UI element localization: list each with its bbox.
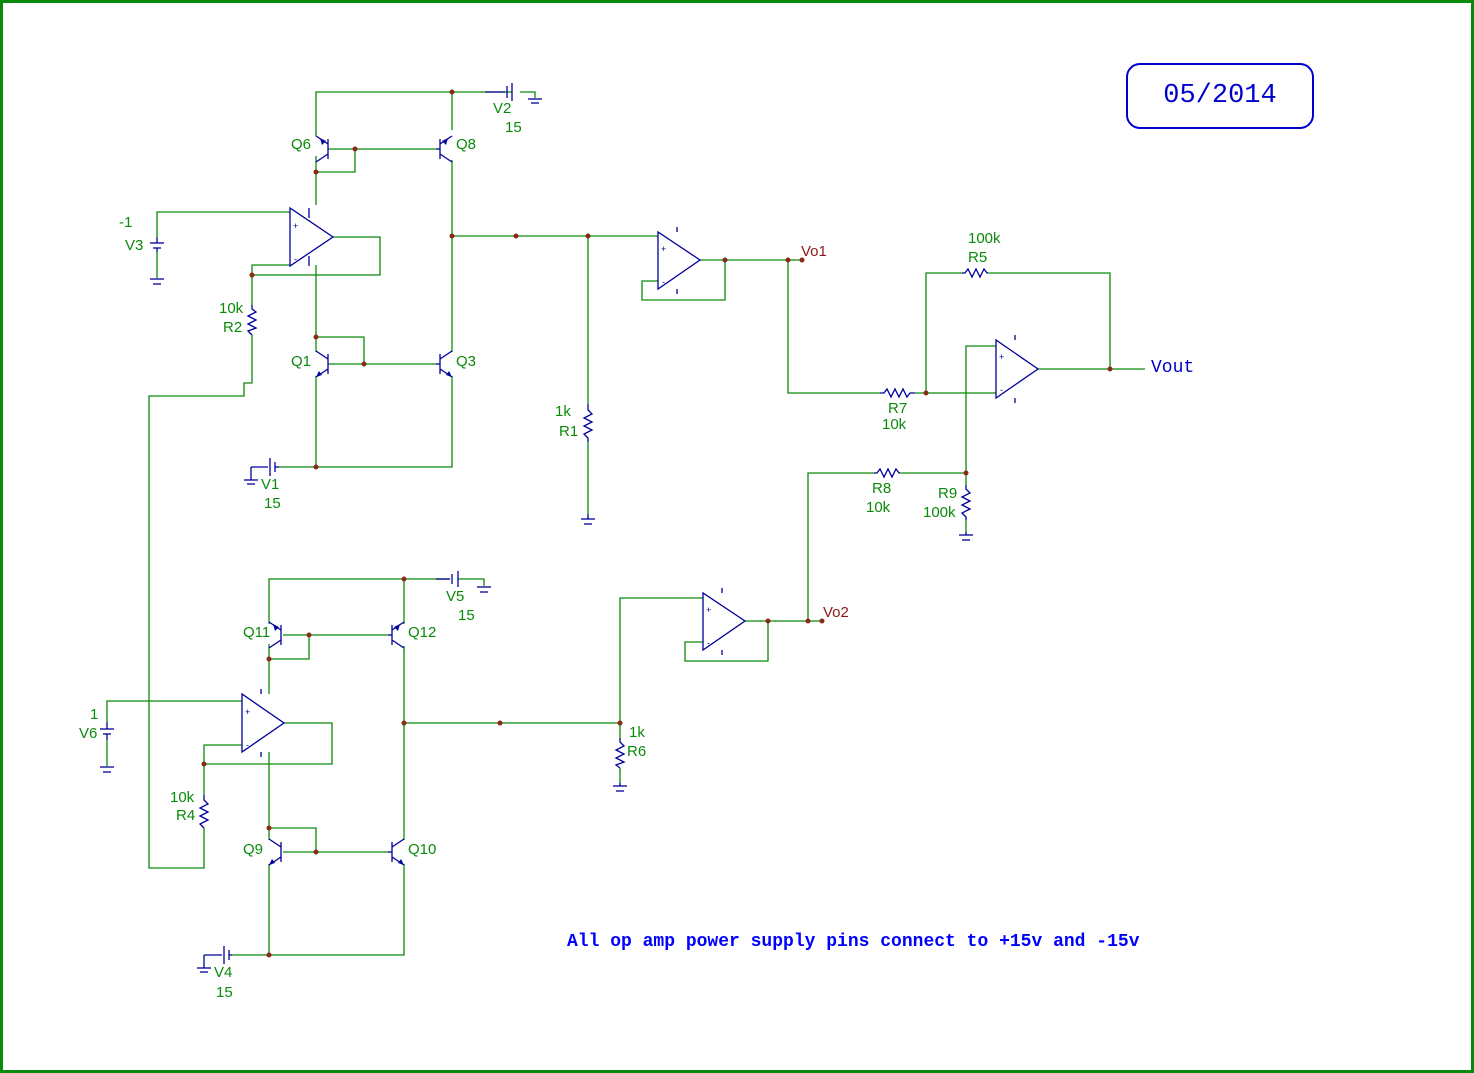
resistor-r5 [962, 267, 988, 279]
opamp-u2: + - [241, 689, 286, 757]
source-v2 [485, 83, 542, 104]
r2-value: 10k [219, 300, 244, 317]
q12-label: Q12 [408, 624, 436, 641]
v5-ref: V5 [446, 588, 464, 605]
vout-label: Vout [1151, 358, 1194, 378]
r7-ref: R7 [888, 400, 907, 417]
q1-label: Q1 [291, 353, 311, 370]
q9-label: Q9 [243, 841, 263, 858]
r6-ref: R6 [627, 743, 646, 760]
r1-value: 1k [555, 403, 571, 420]
net-labels: Vo1 Vo2 Vout [801, 243, 1194, 621]
r6-value: 1k [629, 724, 645, 741]
r1-ref: R1 [559, 423, 578, 440]
opamp-buffer-1: + - [657, 227, 702, 294]
r5-ref: R5 [968, 249, 987, 266]
v3-ref: V3 [125, 237, 143, 254]
resistor-r2 [246, 305, 258, 336]
resistor-r7 [880, 387, 915, 399]
v1-ref: V1 [261, 476, 279, 493]
resistor-r8 [874, 467, 900, 479]
ground-r9 [959, 532, 973, 541]
transistor-q9 [268, 838, 282, 866]
source-v3 [150, 237, 164, 285]
svg-text:+: + [293, 221, 298, 231]
r8-value: 10k [866, 499, 891, 516]
r7-value: 10k [882, 416, 907, 433]
svg-text:-: - [1000, 385, 1003, 395]
junction-dots [201, 89, 1113, 958]
r4-value: 10k [170, 789, 195, 806]
svg-text:+: + [661, 244, 666, 254]
transistor-q6 [315, 135, 329, 163]
q3-label: Q3 [456, 353, 476, 370]
power-supply-note: All op amp power supply pins connect to … [567, 932, 1140, 952]
resistor-r9 [960, 485, 972, 520]
date-stamp: 05/2014 [1126, 63, 1314, 129]
v4-ref: V4 [214, 964, 232, 981]
svg-text:+: + [245, 707, 250, 717]
source-v5 [436, 571, 491, 593]
ground-r1 [581, 514, 595, 525]
svg-text:-: - [294, 254, 297, 264]
svg-text:-: - [246, 740, 249, 750]
vo1-label: Vo1 [801, 243, 827, 260]
svg-text:+: + [706, 605, 711, 615]
svg-text:+: + [999, 352, 1004, 362]
q10-label: Q10 [408, 841, 436, 858]
opamp-u1: + - [289, 206, 335, 268]
v1-value: 15 [264, 495, 281, 512]
v6-ref: V6 [79, 725, 97, 742]
v3-value: -1 [119, 214, 132, 231]
v2-value: 15 [505, 119, 522, 136]
r2-ref: R2 [223, 319, 242, 336]
component-labels: Q6 Q8 Q1 Q3 Q11 Q12 Q9 Q10 V2 15 -1 V3 V… [79, 100, 1001, 1001]
r8-ref: R8 [872, 480, 891, 497]
r9-ref: R9 [938, 485, 957, 502]
transistor-q1 [315, 350, 329, 378]
opamp-buffer-2: + - [702, 588, 747, 655]
q11-label: Q11 [243, 624, 270, 641]
svg-text:-: - [707, 638, 710, 648]
r5-value: 100k [968, 230, 1001, 247]
v6-value: 1 [90, 706, 98, 723]
q8-label: Q8 [456, 136, 476, 153]
vo2-label: Vo2 [823, 604, 849, 621]
svg-text:-: - [662, 277, 665, 287]
transistor-q11 [268, 621, 282, 649]
q6-label: Q6 [291, 136, 311, 153]
resistor-r6 [614, 738, 626, 769]
transistor-q3 [436, 350, 453, 378]
transistor-q8 [436, 135, 453, 163]
transistor-q10 [388, 838, 405, 866]
source-v1 [244, 458, 279, 485]
v5-value: 15 [458, 607, 475, 624]
r9-value: 100k [923, 504, 956, 521]
opamp-difference: + - [995, 335, 1040, 403]
r4-ref: R4 [176, 807, 195, 824]
resistor-r4 [198, 795, 210, 829]
transistor-q12 [388, 621, 405, 649]
v4-value: 15 [216, 984, 233, 1001]
v2-ref: V2 [493, 100, 511, 117]
wires [106, 91, 1145, 956]
resistor-r1 [582, 404, 594, 442]
source-v4 [197, 946, 232, 973]
ground-r6 [613, 783, 627, 792]
source-v6 [100, 722, 114, 773]
